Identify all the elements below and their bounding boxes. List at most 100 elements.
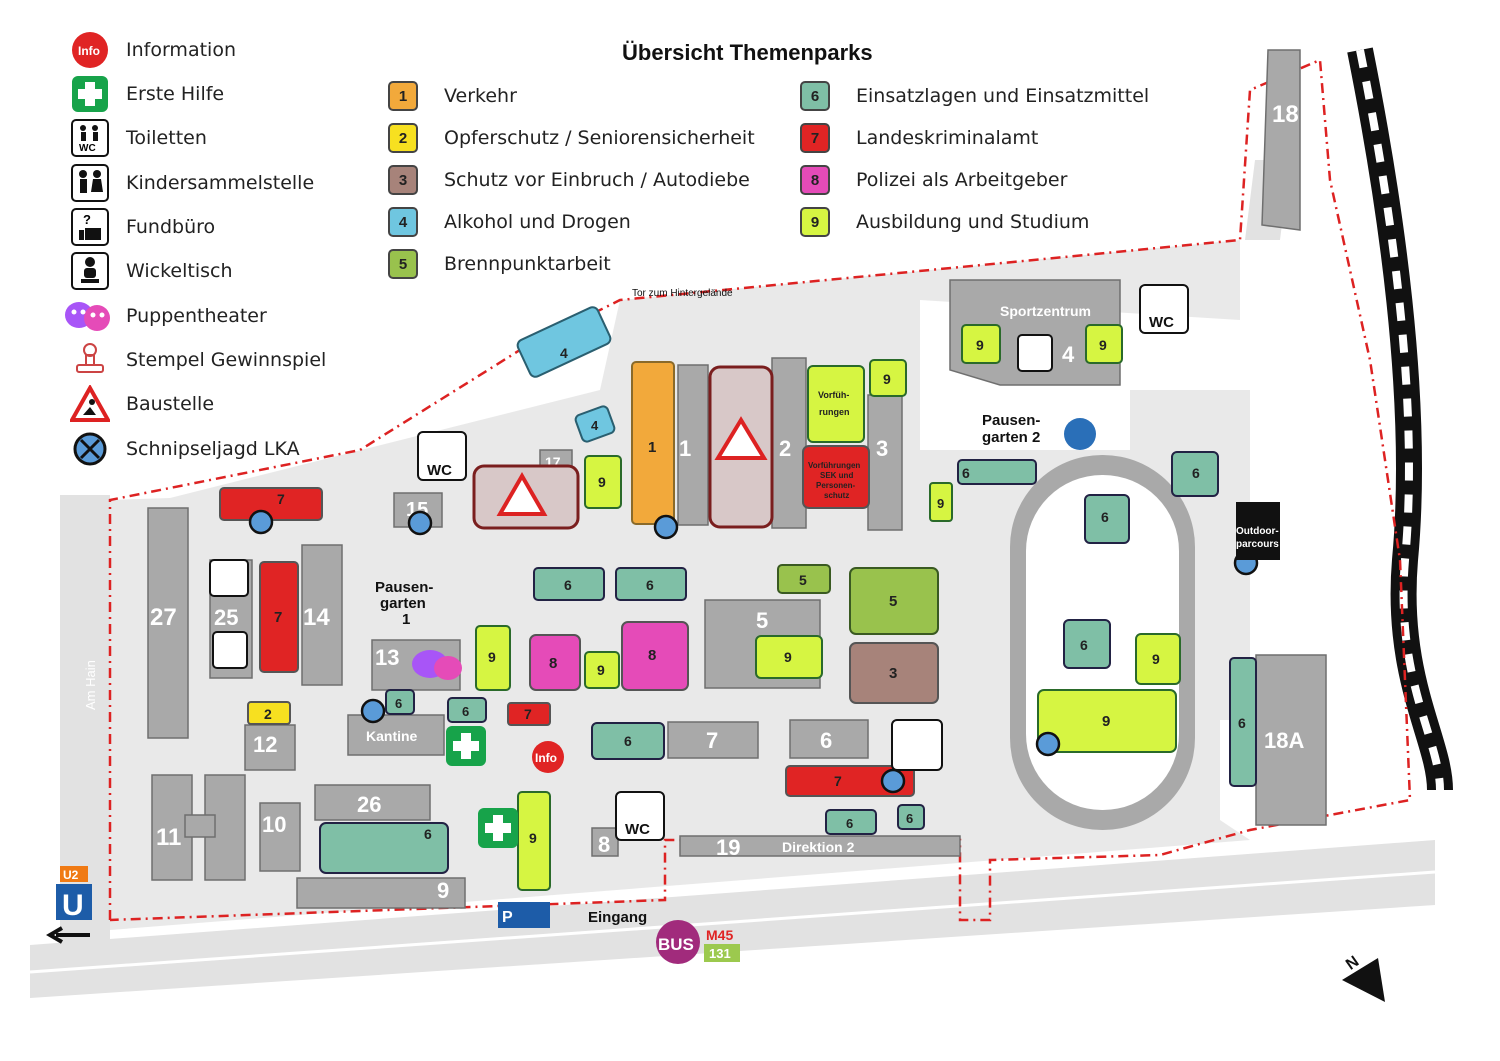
zone-8a xyxy=(529,634,581,691)
zone-9g xyxy=(584,651,620,689)
bus-icon xyxy=(656,920,700,964)
sek-label-3: Personen- xyxy=(816,481,855,490)
zone-2 xyxy=(247,701,291,725)
theme-item-5: 5 Brennpunktarbeit xyxy=(388,249,611,279)
zone-9b-label: 9 xyxy=(883,371,891,387)
zone-6c xyxy=(957,459,1037,485)
transit: U2 U BUS M45 131 P xyxy=(46,866,740,964)
zone-2-label: 2 xyxy=(264,706,272,722)
theme-item-7: 7 Landeskriminalamt xyxy=(800,123,1038,153)
building-26 xyxy=(314,784,431,821)
sek-label-1: Vorführungen xyxy=(808,461,860,470)
cross-circle-icon[interactable] xyxy=(1035,731,1061,757)
zone-4b xyxy=(574,405,616,443)
legend-label: Fundbüro xyxy=(126,216,216,238)
zone-6j xyxy=(591,722,665,760)
legend-label: Stempel Gewinnspiel xyxy=(126,349,327,371)
outdoor-label-a: Outdoor- xyxy=(1236,526,1279,537)
cross-circle-icon[interactable] xyxy=(880,768,906,794)
bus-label: BUS xyxy=(658,935,694,954)
zone-6a xyxy=(533,567,605,601)
theme-label: Opferschutz / Seniorensicherheit xyxy=(444,127,755,149)
building-12-label: 12 xyxy=(253,732,277,757)
zone-6g-label: 6 xyxy=(1238,715,1246,731)
theme-zones: 1 2 3 4 4 5 5 6 6 6 6 xyxy=(219,306,1257,891)
u2-badge xyxy=(60,866,88,882)
zone-6d-label: 6 xyxy=(1192,465,1200,481)
theme-label: Alkohol und Drogen xyxy=(444,211,631,233)
building-8-label: 8 xyxy=(598,832,610,857)
building-25-label: 25 xyxy=(214,605,238,630)
zone-6c-label: 6 xyxy=(962,465,970,481)
zone-6f xyxy=(1063,619,1111,669)
legend-label: Toiletten xyxy=(126,127,207,149)
cross-circle-icon[interactable] xyxy=(407,510,433,536)
theme-item-2: 2 Opferschutz / Seniorensicherheit xyxy=(388,123,755,153)
building-18a xyxy=(1255,654,1327,826)
zone-6g xyxy=(1229,657,1257,787)
line-131-label: 131 xyxy=(709,946,731,961)
legend-label: Baustelle xyxy=(126,393,215,415)
zone-1-label: 1 xyxy=(648,439,656,456)
map-icons xyxy=(209,334,1096,771)
zone-9c-label: 9 xyxy=(937,496,944,511)
building-10-label: 10 xyxy=(262,812,286,837)
cross-circle-icon[interactable] xyxy=(360,698,386,724)
building-8 xyxy=(591,827,619,857)
cross-circle-icon[interactable] xyxy=(248,509,274,535)
zone-7c-label: 7 xyxy=(524,706,532,722)
zone-8b-label: 8 xyxy=(648,647,656,664)
building-1-label: 1 xyxy=(679,436,691,461)
cross-circle-icon[interactable] xyxy=(653,514,679,540)
legend-label: Puppentheater xyxy=(126,305,267,327)
pausengarten-1-label-a: Pausen- xyxy=(375,579,433,596)
theme-chip: 5 xyxy=(388,249,418,279)
zone-8a-label: 8 xyxy=(549,655,557,672)
vorfuehrungen-label-2: rungen xyxy=(819,407,850,417)
zone-5b xyxy=(849,567,939,635)
zone-9e xyxy=(1085,324,1123,364)
zone-6k xyxy=(319,822,449,874)
theme-item-1: 1 Verkehr xyxy=(388,81,517,111)
cross-circle-icon xyxy=(70,429,110,469)
zone-4a-label: 4 xyxy=(560,345,568,361)
zone-6b xyxy=(615,567,687,601)
zone-3 xyxy=(849,642,939,704)
zone-7a-label: 7 xyxy=(277,491,285,507)
building-18 xyxy=(1261,49,1301,231)
baby-changing-icon xyxy=(212,631,248,669)
am-hain-label: Am Hain xyxy=(83,660,98,710)
children-icon xyxy=(70,163,110,203)
theme-chip: 4 xyxy=(388,207,418,237)
wc-label-1: WC xyxy=(427,462,452,479)
theme-chip: 2 xyxy=(388,123,418,153)
wc-markers: WC WC WC xyxy=(417,284,1189,841)
zone-9f-label: 9 xyxy=(488,649,496,665)
theme-item-8: 8 Polizei als Arbeitgeber xyxy=(800,165,1067,195)
pausengarten-2-label-a: Pausen- xyxy=(982,412,1040,429)
zone-5a xyxy=(777,564,831,594)
outdoor-parcours-block xyxy=(1236,502,1280,560)
building-13-label: 13 xyxy=(375,645,399,670)
theater-masks-icon xyxy=(60,296,116,336)
building-7 xyxy=(667,721,759,759)
zone-6i xyxy=(447,697,487,723)
map-title: Übersicht Themenparks xyxy=(622,40,873,65)
zone-9d xyxy=(961,324,1001,364)
building-27 xyxy=(147,507,189,739)
theme-item-3: 3 Schutz vor Einbruch / Autodiebe xyxy=(388,165,750,195)
wc-label-2: WC xyxy=(1149,314,1174,331)
building-18-label: 18 xyxy=(1272,101,1299,128)
building-14-label: 14 xyxy=(303,604,330,631)
legend-item-information: Info Information xyxy=(70,30,236,70)
zone-7d-label: 7 xyxy=(834,773,842,789)
info-marker-map[interactable]: Info xyxy=(532,741,564,773)
theme-label: Brennpunktarbeit xyxy=(444,253,611,275)
toilet-icon: WC xyxy=(70,118,110,158)
m45-label: M45 xyxy=(706,927,733,943)
zone-9a-label: 9 xyxy=(598,474,606,490)
kantine-label: Kantine xyxy=(366,728,418,744)
zone-7b xyxy=(259,561,299,673)
